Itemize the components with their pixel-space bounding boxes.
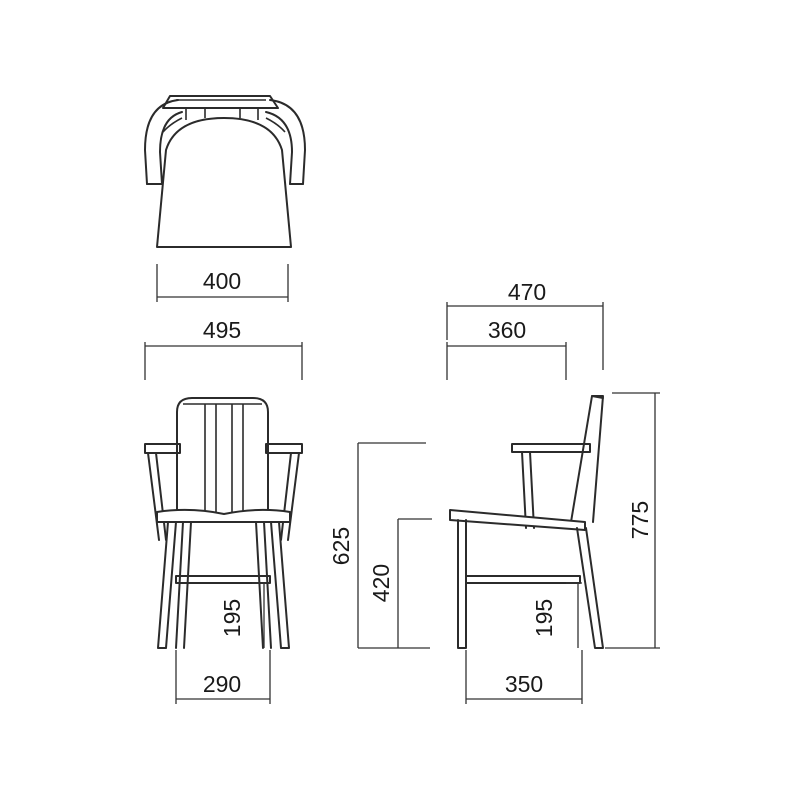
label-495: 495 [203,317,241,343]
front-seat [156,508,291,523]
dim-arm-height: 625 [328,442,430,649]
front-left-arm-post [147,452,167,541]
front-right-arm-post [280,452,300,541]
dim-stretcher-front: 195 [219,582,270,648]
front-stretcher [175,575,271,584]
side-view [449,395,604,649]
side-arm-post [521,451,535,529]
top-seat-edge [162,117,286,133]
label-290: 290 [203,671,241,697]
side-front-leg [457,519,467,649]
side-stretcher [465,575,581,584]
dim-armrest-depth: 360 [446,317,567,380]
dim-seat-height: 420 [368,518,432,648]
front-backrest [176,397,269,523]
top-view [144,95,306,248]
label-775: 775 [627,501,653,539]
top-left-arm-inner [159,111,183,185]
top-seat [156,117,292,248]
side-armrest [511,443,591,453]
label-625: 625 [328,527,354,565]
top-right-arm-outer [269,99,306,185]
side-back-upright [570,395,604,523]
label-350: 350 [505,671,543,697]
label-420: 420 [368,564,394,602]
side-back-leg [576,527,604,649]
front-right-armrest [265,443,303,454]
front-left-armrest [144,443,181,454]
dim-overall-width: 495 [144,317,303,380]
dim-overall-depth: 470 [446,279,604,370]
label-360: 360 [488,317,526,343]
front-left-back-leg [175,521,192,649]
side-back-top [591,395,604,399]
dim-side-leg-span: 350 [465,650,583,704]
top-right-arm-inner [265,111,293,185]
label-195-front: 195 [219,599,245,637]
top-spindles [185,108,259,120]
side-seat [449,509,586,531]
top-back-rail [162,95,279,109]
front-left-leg [157,521,177,649]
label-195-side: 195 [531,599,557,637]
label-400: 400 [203,268,241,294]
front-view [144,397,303,649]
front-back-splats [204,404,244,512]
front-right-back-leg [255,521,272,649]
dim-seat-width: 400 [156,264,289,302]
label-470: 470 [508,279,546,305]
top-left-arm-outer [144,99,179,185]
front-right-leg [270,521,290,649]
dim-total-height: 775 [605,392,660,649]
dim-front-leg-span: 290 [175,650,271,704]
dim-stretcher-side: 195 [531,582,582,648]
